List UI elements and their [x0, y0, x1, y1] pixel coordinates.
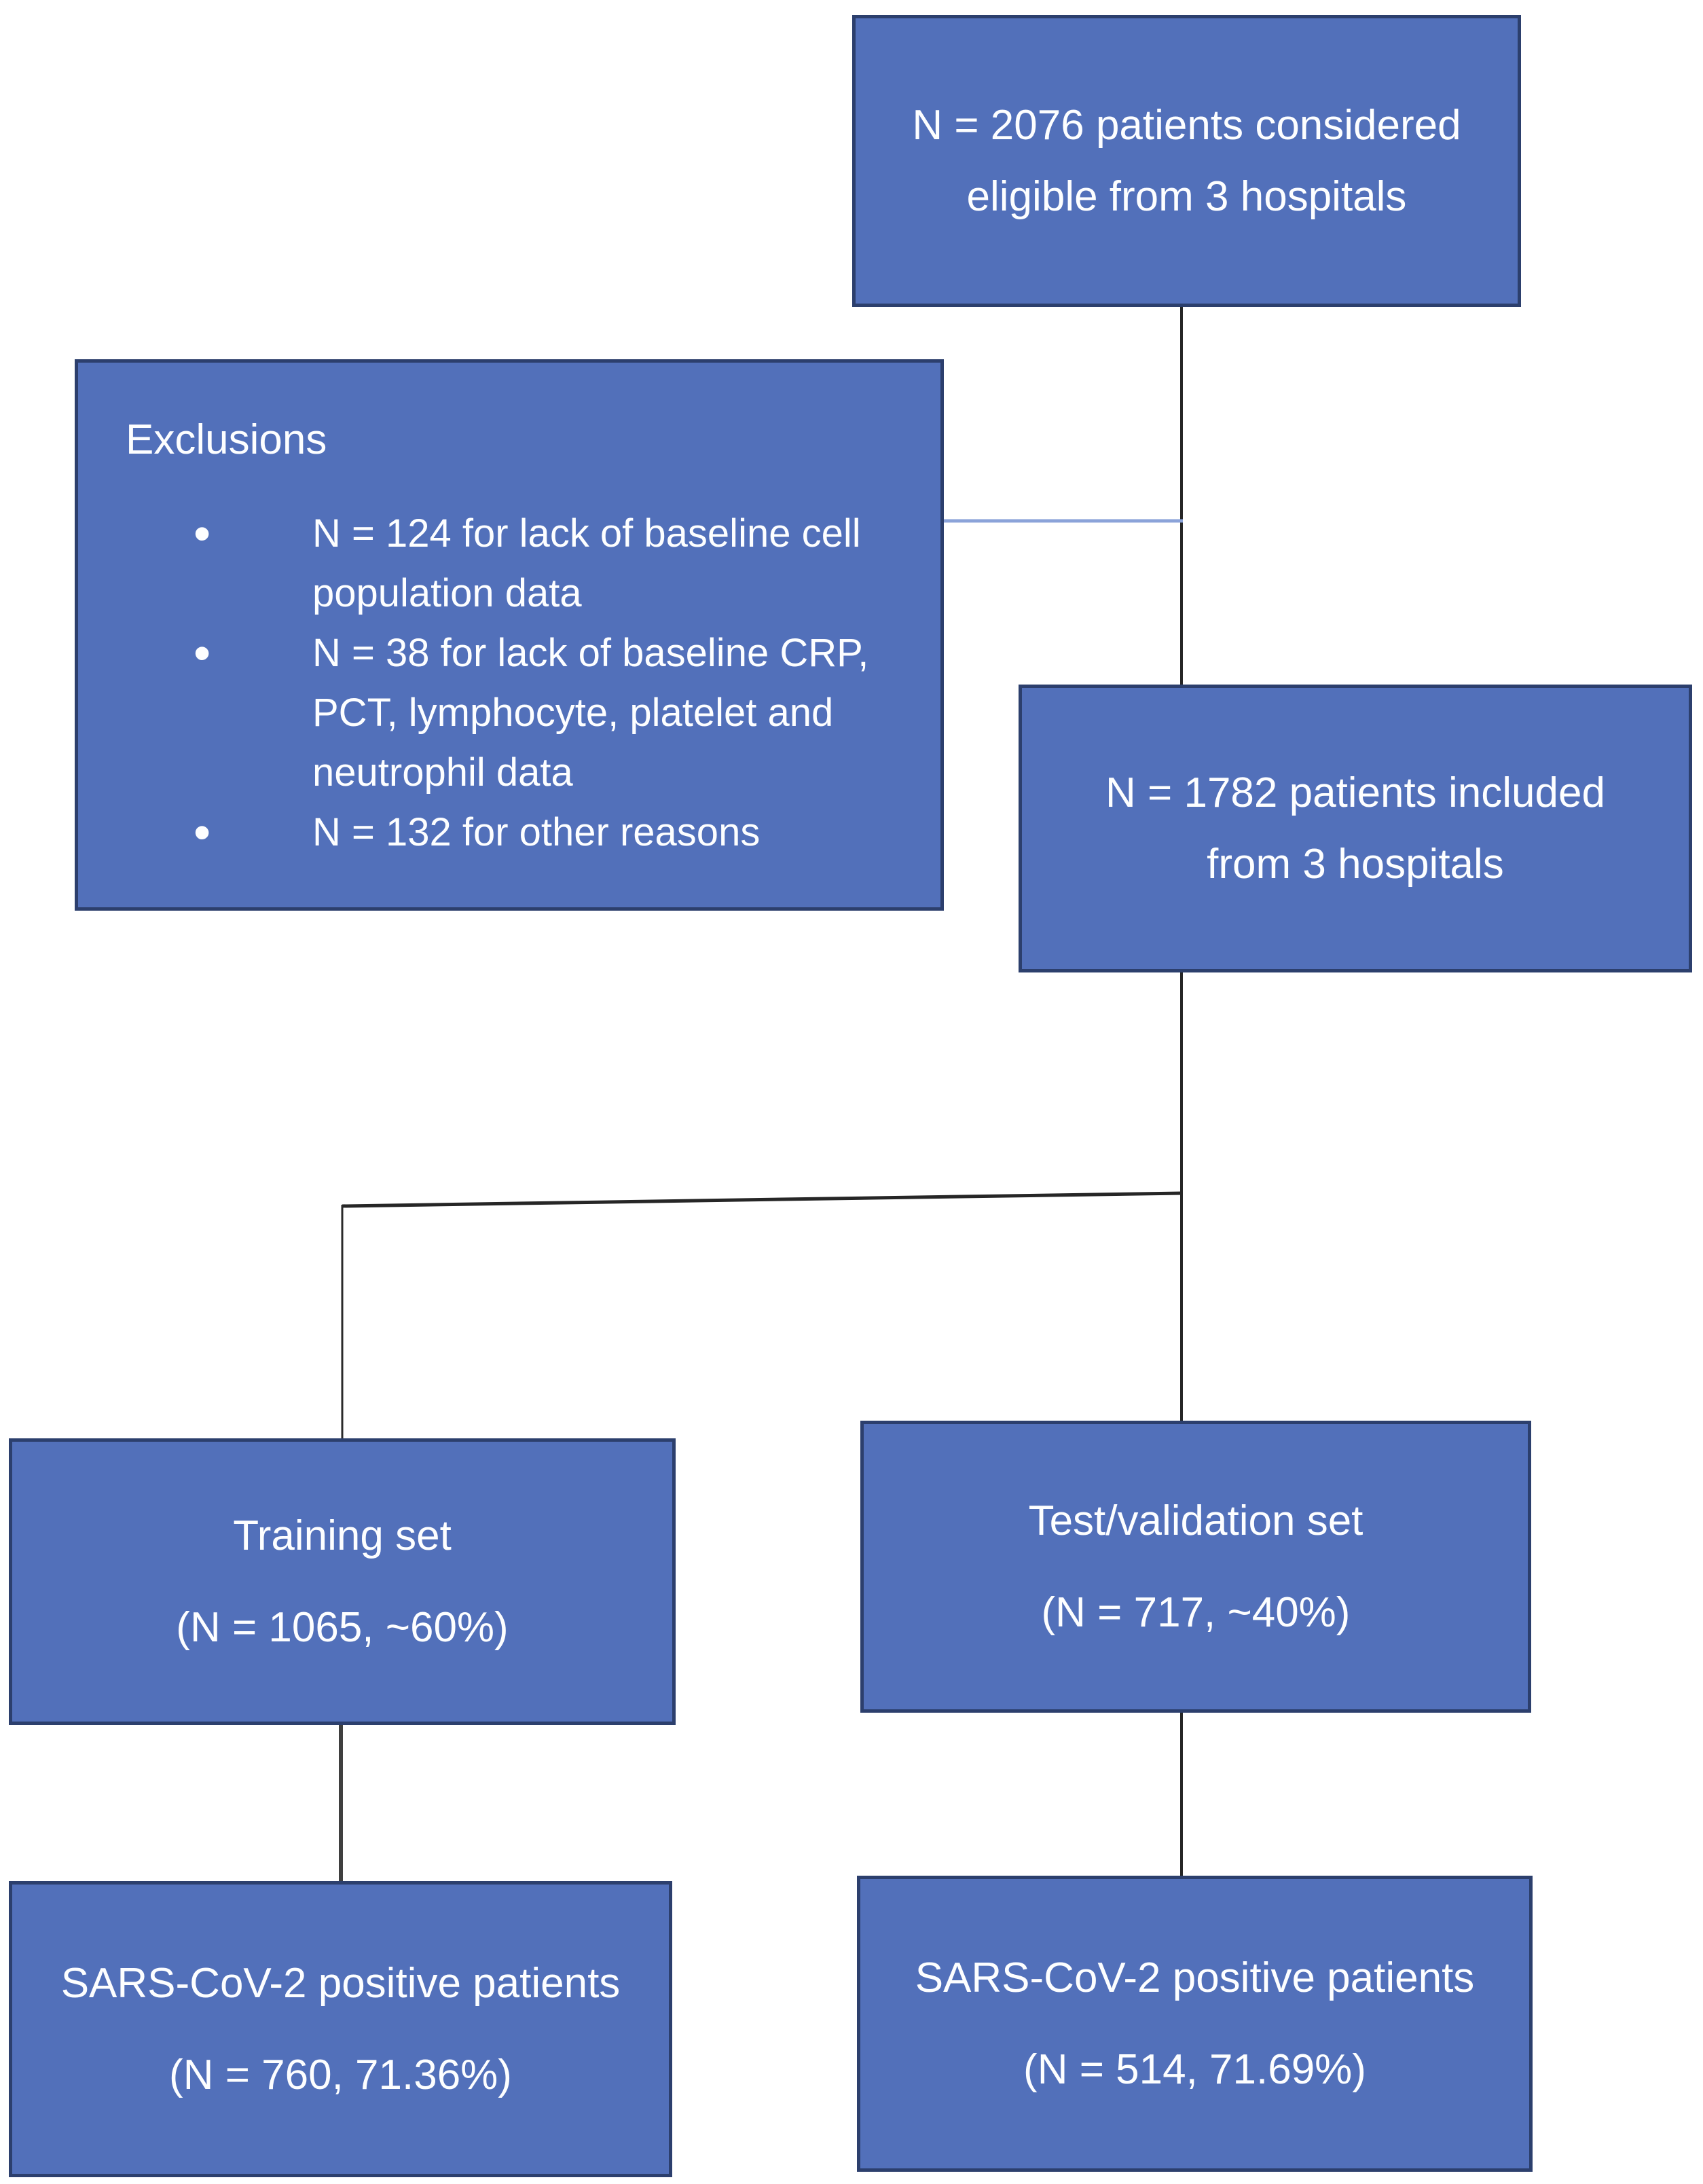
included-line2: from 3 hospitals	[1207, 841, 1504, 888]
node-eligible-patients: N = 2076 patients considered eligible fr…	[852, 15, 1521, 307]
test-set-title: Test/validation set	[1028, 1497, 1363, 1544]
node-training-positive-patients: SARS-CoV-2 positive patients (N = 760, 7…	[9, 1881, 672, 2177]
exclusions-list: N = 124 for lack of baseline cell popula…	[126, 504, 913, 862]
training-set-detail: (N = 1065, ~60%)	[176, 1604, 509, 1651]
test-positive-title: SARS-CoV-2 positive patients	[915, 1954, 1475, 2001]
node-exclusions: Exclusions N = 124 for lack of baseline …	[75, 359, 944, 911]
node-test-validation-set: Test/validation set (N = 717, ~40%)	[860, 1421, 1531, 1713]
node-included-patients: N = 1782 patients included from 3 hospit…	[1019, 685, 1692, 972]
test-set-detail: (N = 717, ~40%)	[1041, 1589, 1351, 1636]
eligible-line1: N = 2076 patients considered	[912, 102, 1461, 149]
exclusions-heading: Exclusions	[126, 416, 327, 463]
connector-branch-diagonal	[342, 1191, 1183, 1208]
exclusion-item: N = 124 for lack of baseline cell popula…	[126, 504, 913, 623]
exclusion-item: N = 38 for lack of baseline CRP, PCT, ly…	[126, 623, 913, 803]
training-set-title: Training set	[233, 1512, 452, 1559]
eligible-line2: eligible from 3 hospitals	[966, 173, 1407, 220]
training-positive-detail: (N = 760, 71.36%)	[169, 2052, 512, 2098]
node-test-positive-patients: SARS-CoV-2 positive patients (N = 514, 7…	[857, 1876, 1533, 2172]
node-training-set: Training set (N = 1065, ~60%)	[9, 1438, 676, 1725]
test-positive-detail: (N = 514, 71.69%)	[1023, 2046, 1366, 2093]
included-line1: N = 1782 patients included	[1105, 769, 1605, 816]
exclusion-item: N = 132 for other reasons	[126, 803, 913, 862]
training-positive-title: SARS-CoV-2 positive patients	[60, 1960, 621, 2007]
